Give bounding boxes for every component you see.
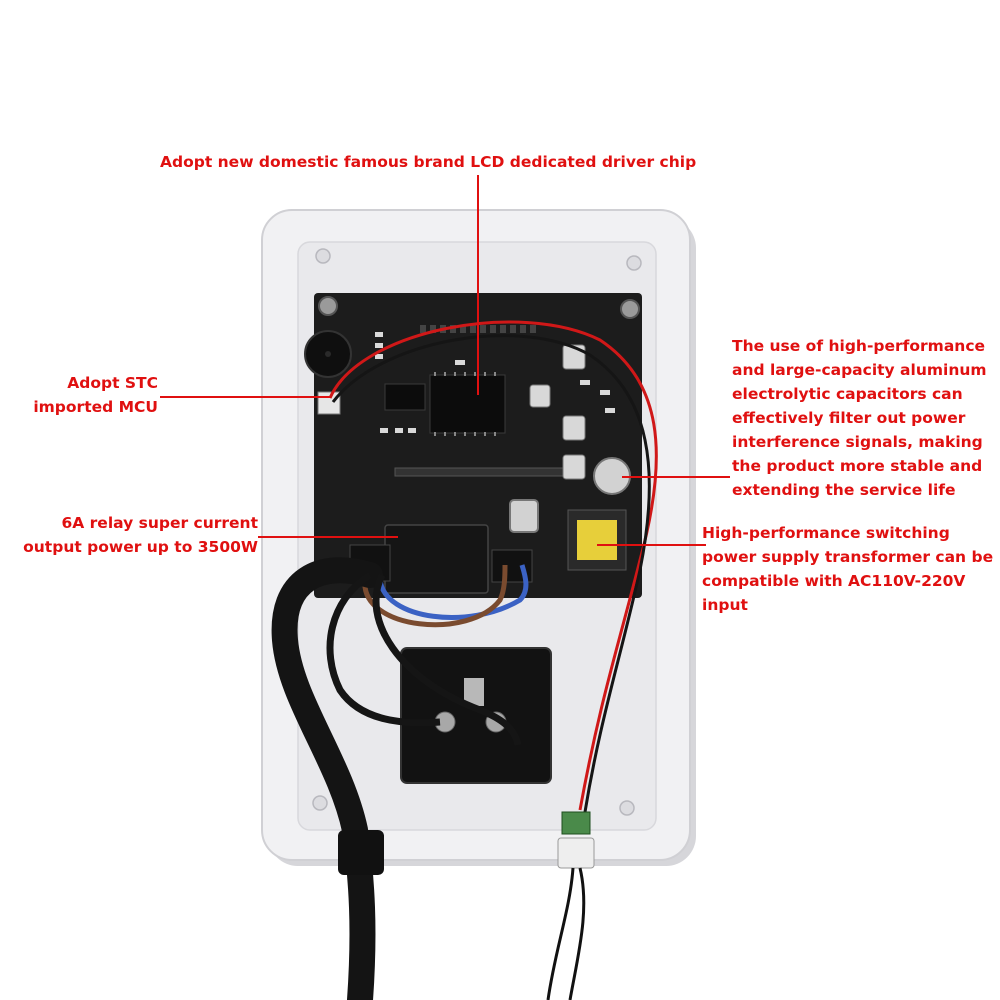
callout-line: The use of high-performance [732,337,986,355]
mcu-chip [384,383,426,411]
chip-pins [434,372,496,436]
pcb-board [314,293,642,598]
callout-line: Adopt new domestic famous brand LCD dedi… [160,153,697,171]
callout-line: power supply transformer can be [702,548,994,566]
callout-line: the product more stable and [732,457,983,475]
callout-line: compatible with AC110V-220V [702,572,966,590]
probe-wire [568,867,586,1000]
callout-mcu: Adopt STC imported MCU [30,371,158,419]
capacitor-hv [509,499,539,533]
callout-capacitors: The use of high-performance and large-ca… [732,334,987,502]
sensor-wire-black [331,334,651,813]
callout-line: Adopt STC [67,374,158,392]
transformer-core [577,520,617,560]
power-cable-lead [326,572,441,727]
callout-line: electrolytic capacitors can [732,385,963,403]
callout-line: High-performance switching [702,524,950,542]
callout-transformer: High-performance switching power supply … [702,521,993,617]
callout-line: imported MCU [33,398,158,416]
callout-line: input [702,596,748,614]
callout-line: output power up to 3500W [23,538,258,556]
wire-connector [561,811,591,835]
wire-plug [557,837,595,869]
callout-line: effectively filter out power [732,409,966,427]
pin-header-row [394,467,566,477]
probe-wire [546,867,575,1000]
callout-line: and large-capacity aluminum [732,361,987,379]
callout-line: 6A relay super current [61,514,258,532]
lcd-driver-chip [429,374,506,434]
internal-wire-blue [377,564,529,620]
housing-screw-bosses [312,248,642,816]
callout-driver-chip: Adopt new domestic famous brand LCD dedi… [160,150,696,174]
sensor-wire-red [328,320,658,811]
power-cable-lead [372,573,522,746]
relay [384,524,489,594]
callout-lines [160,175,730,546]
power-socket [400,647,552,784]
capacitor-small [529,344,586,480]
cable-strain-relief [338,830,384,875]
callout-relay: 6A relay super current output power up t… [20,511,258,559]
pcb-screw [620,299,640,319]
socket-pin [464,678,484,706]
smd-components [375,332,615,433]
buzzer-hole [325,351,331,357]
callout-line: interference signals, making [732,433,983,451]
callout-line: extending the service life [732,481,956,499]
power-cable [271,557,383,1000]
pcb-screw [318,296,338,316]
